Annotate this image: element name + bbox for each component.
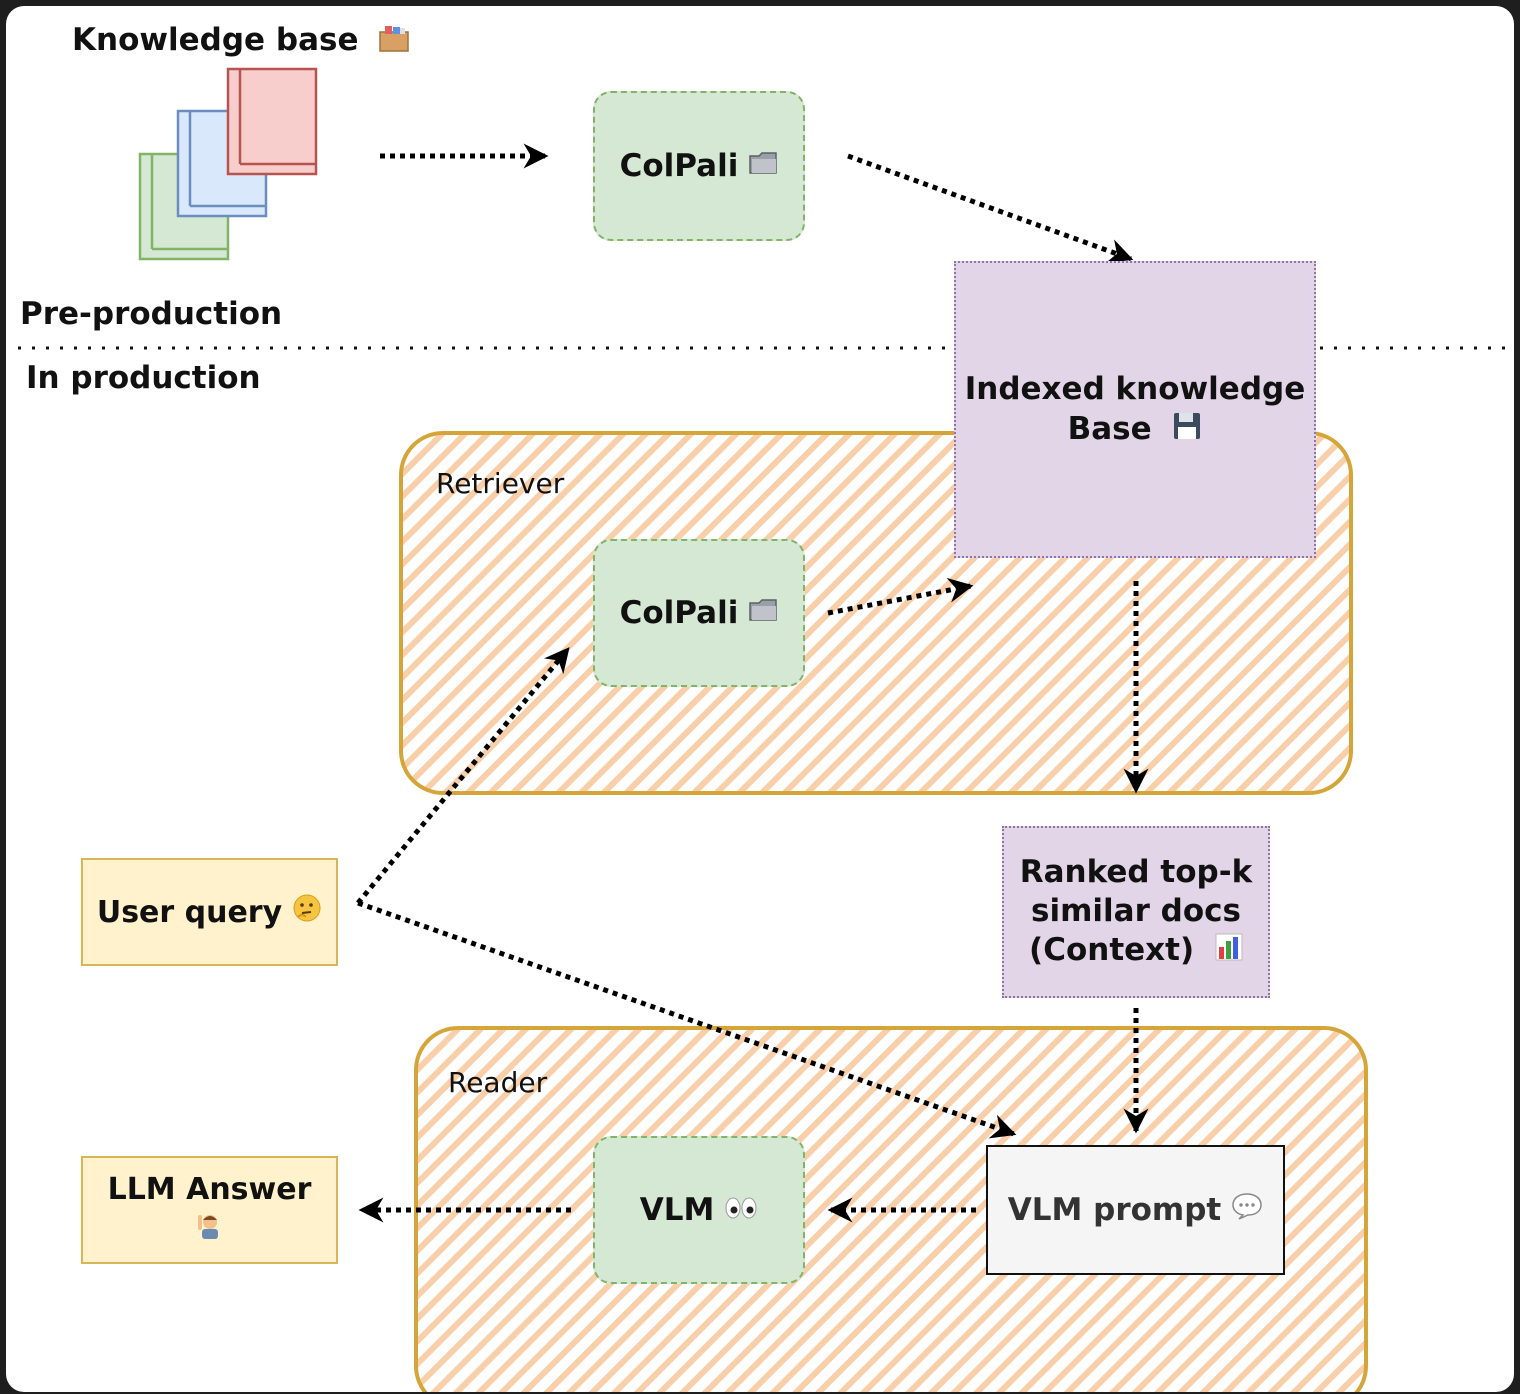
vlm-label: VLM: [639, 1192, 715, 1228]
diagram-canvas: Knowledge base Pre-production In product…: [6, 6, 1514, 1392]
reader-label: Reader: [448, 1066, 548, 1099]
colpali-retriever-node: ColPali: [593, 539, 805, 687]
llm-answer-label: LLM Answer: [107, 1172, 312, 1208]
colpali-preproduction-node: ColPali: [593, 91, 805, 241]
vlm-prompt-node: VLM prompt: [986, 1145, 1285, 1275]
folder-icon: [748, 148, 778, 184]
arrow-colpali-to-index-retrieve: [827, 577, 974, 616]
thinking-face-icon: [292, 893, 322, 931]
speech-bubble-icon: [1231, 1191, 1263, 1229]
llm-answer-node: LLM Answer: [81, 1156, 338, 1264]
indexed-kb-line2: Base: [1067, 411, 1152, 448]
card-index-box-icon: [379, 24, 410, 60]
retriever-label: Retriever: [436, 467, 565, 500]
vlm-node: VLM: [593, 1136, 805, 1284]
ranked-docs-node: Ranked top-k similar docs (Context): [1002, 826, 1270, 998]
ranked-line2: similar docs: [1031, 893, 1241, 930]
bar-chart-icon: [1215, 932, 1243, 971]
indexed-knowledge-base-node: Indexed knowledge Base: [954, 261, 1316, 558]
folder-icon: [748, 595, 778, 631]
user-query-node: User query: [81, 858, 338, 966]
ranked-line3: (Context): [1029, 931, 1195, 968]
knowledge-base-label: Knowledge base: [72, 22, 359, 58]
knowledge-base-title: Knowledge base: [72, 22, 410, 60]
person-raising-hand-icon: [194, 1210, 224, 1250]
arrow-query-to-colpali: [356, 647, 570, 905]
in-production-label: In production: [26, 360, 261, 396]
documents-icon: [138, 67, 318, 261]
ranked-line1: Ranked top-k: [1019, 854, 1253, 891]
eyes-icon: [724, 1192, 758, 1228]
pre-production-label: Pre-production: [20, 296, 283, 332]
user-query-label: User query: [96, 894, 283, 930]
arrow-colpali-to-index: [847, 153, 1134, 264]
indexed-kb-line1: Indexed knowledge: [964, 371, 1306, 407]
colpali-preproduction-label: ColPali: [619, 148, 739, 184]
vlm-prompt-label: VLM prompt: [1007, 1192, 1222, 1228]
floppy-disk-icon: [1172, 411, 1202, 451]
colpali-retriever-label: ColPali: [619, 595, 739, 631]
